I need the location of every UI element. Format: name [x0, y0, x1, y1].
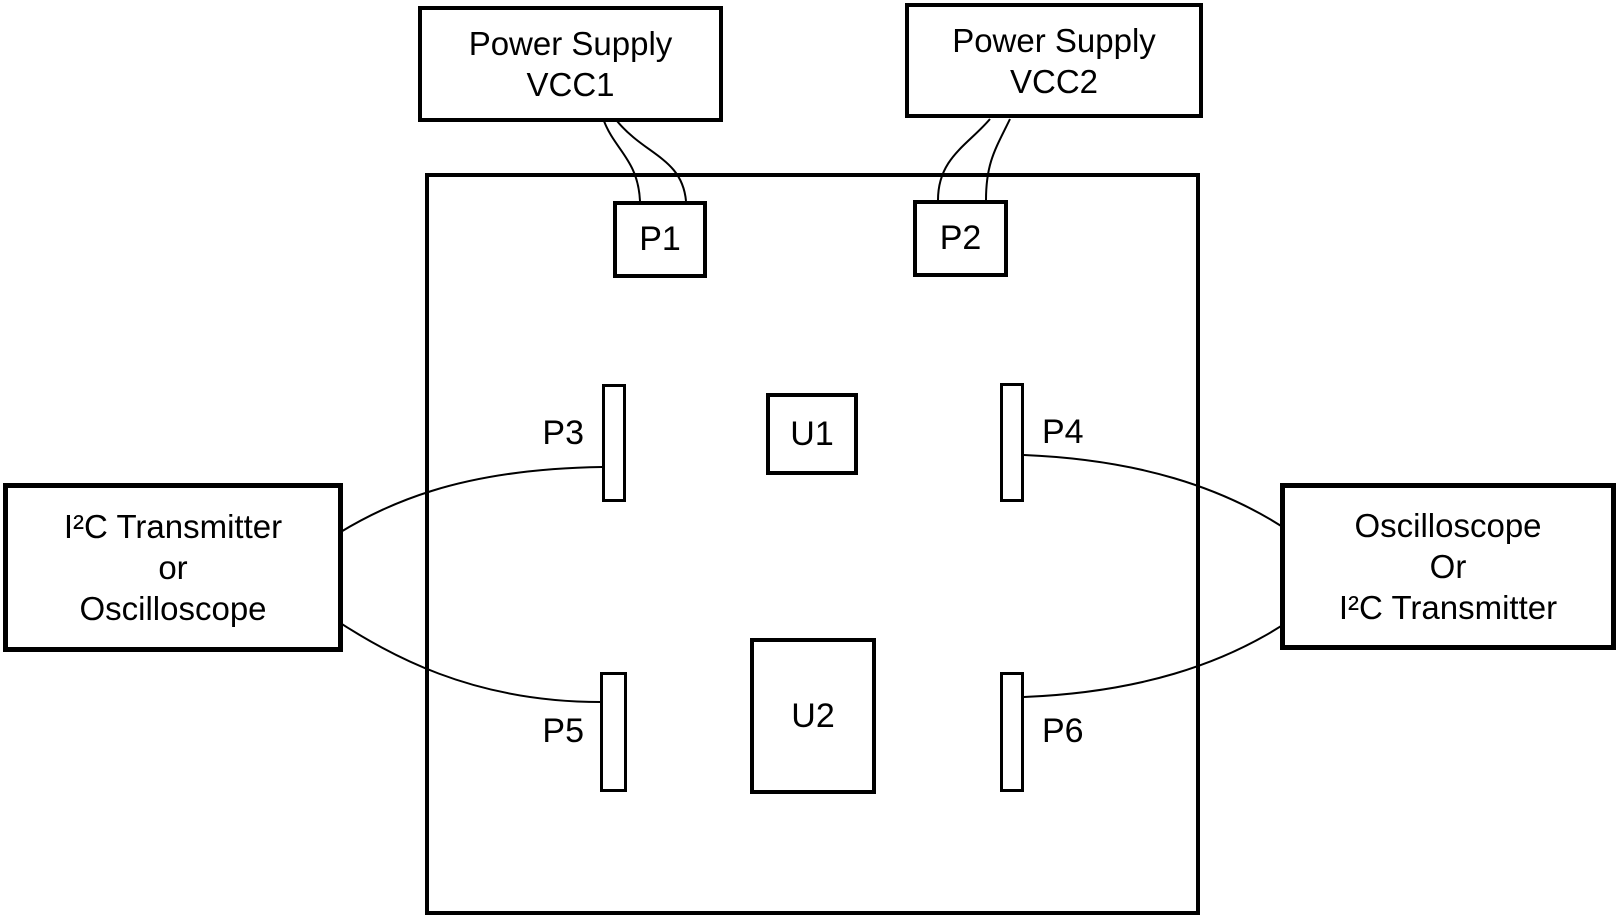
vcc1-to-p1-wire-1 — [603, 120, 641, 202]
power-supply-vcc1-box: Power Supply VCC1 — [418, 6, 723, 122]
power-supply-vcc1-label-line2: VCC1 — [526, 66, 615, 103]
right-instrument-box: Oscilloscope Or I²C Transmitter — [1280, 483, 1616, 650]
connector-p5-bar — [600, 672, 627, 792]
connector-p4-label: P4 — [1042, 413, 1084, 451]
connector-p6-label: P6 — [1042, 712, 1084, 750]
vcc2-to-p2-wire-2 — [985, 118, 1011, 201]
ic-u2: U2 — [750, 638, 876, 794]
left-instrument-label-line1: I²C Transmitter — [63, 508, 283, 545]
ic-u1-label: U1 — [790, 414, 834, 453]
right-instrument-label-line3: I²C Transmitter — [1338, 589, 1558, 626]
ic-u2-label: U2 — [791, 696, 835, 735]
power-supply-vcc1-label-line1: Power Supply — [468, 25, 673, 62]
connector-p1-label: P1 — [639, 220, 681, 258]
vcc1-to-p1-wire-2 — [616, 120, 687, 202]
power-supply-vcc2-label-line1: Power Supply — [952, 21, 1156, 59]
connector-p2: P2 — [913, 200, 1008, 277]
connector-p3-label: P3 — [542, 414, 584, 452]
connector-p5-label: P5 — [542, 712, 584, 750]
connector-p1: P1 — [613, 201, 707, 278]
left-instrument-box: I²C Transmitter or Oscilloscope — [3, 483, 343, 652]
power-supply-vcc2-label-line2: VCC2 — [1009, 62, 1099, 100]
connector-p6-bar — [1000, 672, 1024, 792]
connector-p3-bar — [602, 384, 626, 502]
vcc2-to-p2-wire-1 — [937, 118, 991, 201]
right-instrument-label-line2: Or — [1429, 548, 1467, 585]
left-instrument-label-line2: or — [158, 549, 188, 586]
evaluation-board — [425, 173, 1200, 915]
connector-p4-bar — [1000, 383, 1024, 502]
left-instrument-label-line3: Oscilloscope — [79, 590, 267, 627]
ic-u1: U1 — [766, 393, 858, 475]
connector-p2-label: P2 — [939, 219, 982, 257]
power-supply-vcc2-box: Power Supply VCC2 — [905, 3, 1203, 118]
right-instrument-label-line1: Oscilloscope — [1354, 507, 1542, 544]
